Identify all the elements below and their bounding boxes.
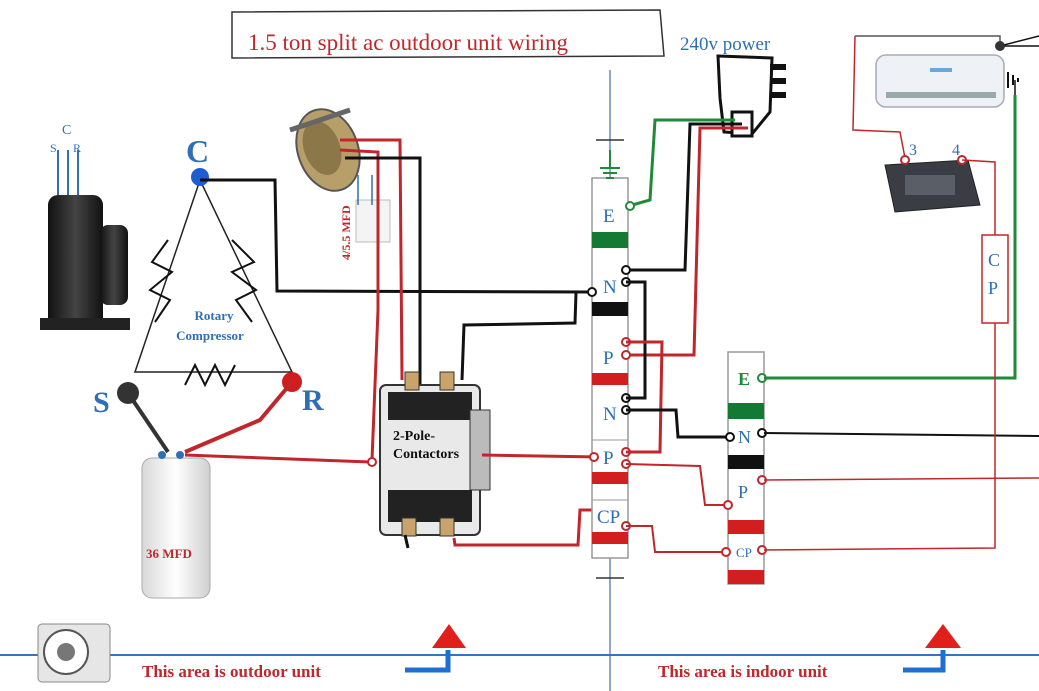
indoor-cp-wire (763, 322, 996, 551)
indoor-pointer-icon (903, 650, 946, 673)
contactor-cp-wire (452, 508, 594, 547)
outdoor-area-label: This area is outdoor unit (142, 662, 321, 681)
neutral-link-wire (626, 408, 730, 439)
earth-icon (600, 150, 620, 179)
photo-c-label: C (62, 123, 71, 138)
compressor-triangle (133, 178, 294, 388)
run-capacitor-label: 36 MFD (146, 546, 192, 561)
outdoor-terminal-cp: CP (597, 507, 620, 528)
outdoor-terminal-n2: N (603, 404, 617, 425)
power-earth-wire (631, 118, 735, 207)
indoor-terminal-block (727, 351, 765, 585)
outdoor-terminal-p1: P (603, 348, 614, 369)
run-wire (184, 380, 294, 454)
indoor-terminal-p: P (738, 482, 748, 502)
indoor-earth-icon (1007, 72, 1019, 95)
cap-to-contactor-wire (184, 453, 371, 464)
indoor-terminal-n: N (738, 427, 751, 447)
compressor-name-line1: Rotary (195, 308, 234, 323)
photo-s-label: S (50, 141, 57, 155)
indoor-area-label: This area is indoor unit (658, 662, 828, 681)
fan-red-wire-1 (340, 138, 404, 381)
indoor-terminal-cp: CP (736, 545, 752, 560)
fan-black-wire (345, 156, 422, 385)
outdoor-pointer-icon (405, 650, 451, 673)
fan-capacitor-icon (355, 175, 391, 243)
power-label: 240v power (680, 34, 771, 55)
common-wire (200, 178, 593, 294)
pcb-terminal-4: 4 (952, 142, 960, 159)
contactor-label-line1: 2-Pole- (393, 429, 435, 444)
indoor-terminal-e: E (738, 369, 750, 389)
indoor-earth-wire (764, 95, 1017, 380)
terminal-s-label: S (93, 386, 110, 419)
indoor-phase-wire (763, 477, 1039, 481)
fan-motor-icon (289, 107, 361, 192)
outdoor-unit-icon (37, 623, 111, 683)
photo-r-label: R (73, 141, 81, 155)
neutral-jumper (626, 280, 647, 400)
title-box: 1.5 ton split ac outdoor unit wiring (231, 9, 665, 59)
indoor-unit-icon (875, 54, 1005, 108)
terminal-c-dot (191, 168, 209, 186)
indoor-cp-box (981, 234, 1009, 324)
indoor-junction-dot (995, 41, 1005, 51)
indoor-arrow-icon (925, 624, 961, 648)
pcb-icon (884, 159, 981, 213)
phase-jumper (626, 340, 664, 454)
capacitor-icon (141, 451, 211, 599)
indoor-cp-label-line1: C (988, 250, 1000, 270)
compressor-name-line2: Compressor (176, 328, 244, 343)
power-neutral-wire (628, 122, 742, 272)
contactor-label-line2: Contactors (393, 447, 460, 462)
indoor-cp-label-line2: P (988, 278, 998, 298)
contactor-neutral-wire (460, 292, 578, 381)
start-wire (126, 391, 170, 454)
page-title: 1.5 ton split ac outdoor unit wiring (248, 30, 569, 55)
plug-icon (716, 54, 786, 138)
outdoor-terminal-e: E (603, 206, 615, 227)
cp-link-wire (626, 525, 726, 553)
terminal-r-label: R (302, 384, 324, 417)
outdoor-terminal-p2: P (603, 448, 614, 469)
terminal-c-label: C (186, 133, 209, 169)
pcb-terminal-3: 3 (909, 142, 917, 159)
compressor-photo-icon (40, 150, 130, 330)
indoor-neutral-wire (763, 432, 1039, 437)
outdoor-terminal-block (591, 177, 629, 559)
contactor-phase-wire (481, 453, 601, 459)
outdoor-terminal-n1: N (603, 277, 617, 298)
phase-link-wire (625, 463, 728, 506)
outdoor-arrow-icon (432, 624, 466, 648)
fan-capacitor-label: 4/5.5 MFD (339, 205, 353, 260)
contactor-icon (379, 371, 491, 537)
fan-red-wire-2 (339, 148, 380, 461)
